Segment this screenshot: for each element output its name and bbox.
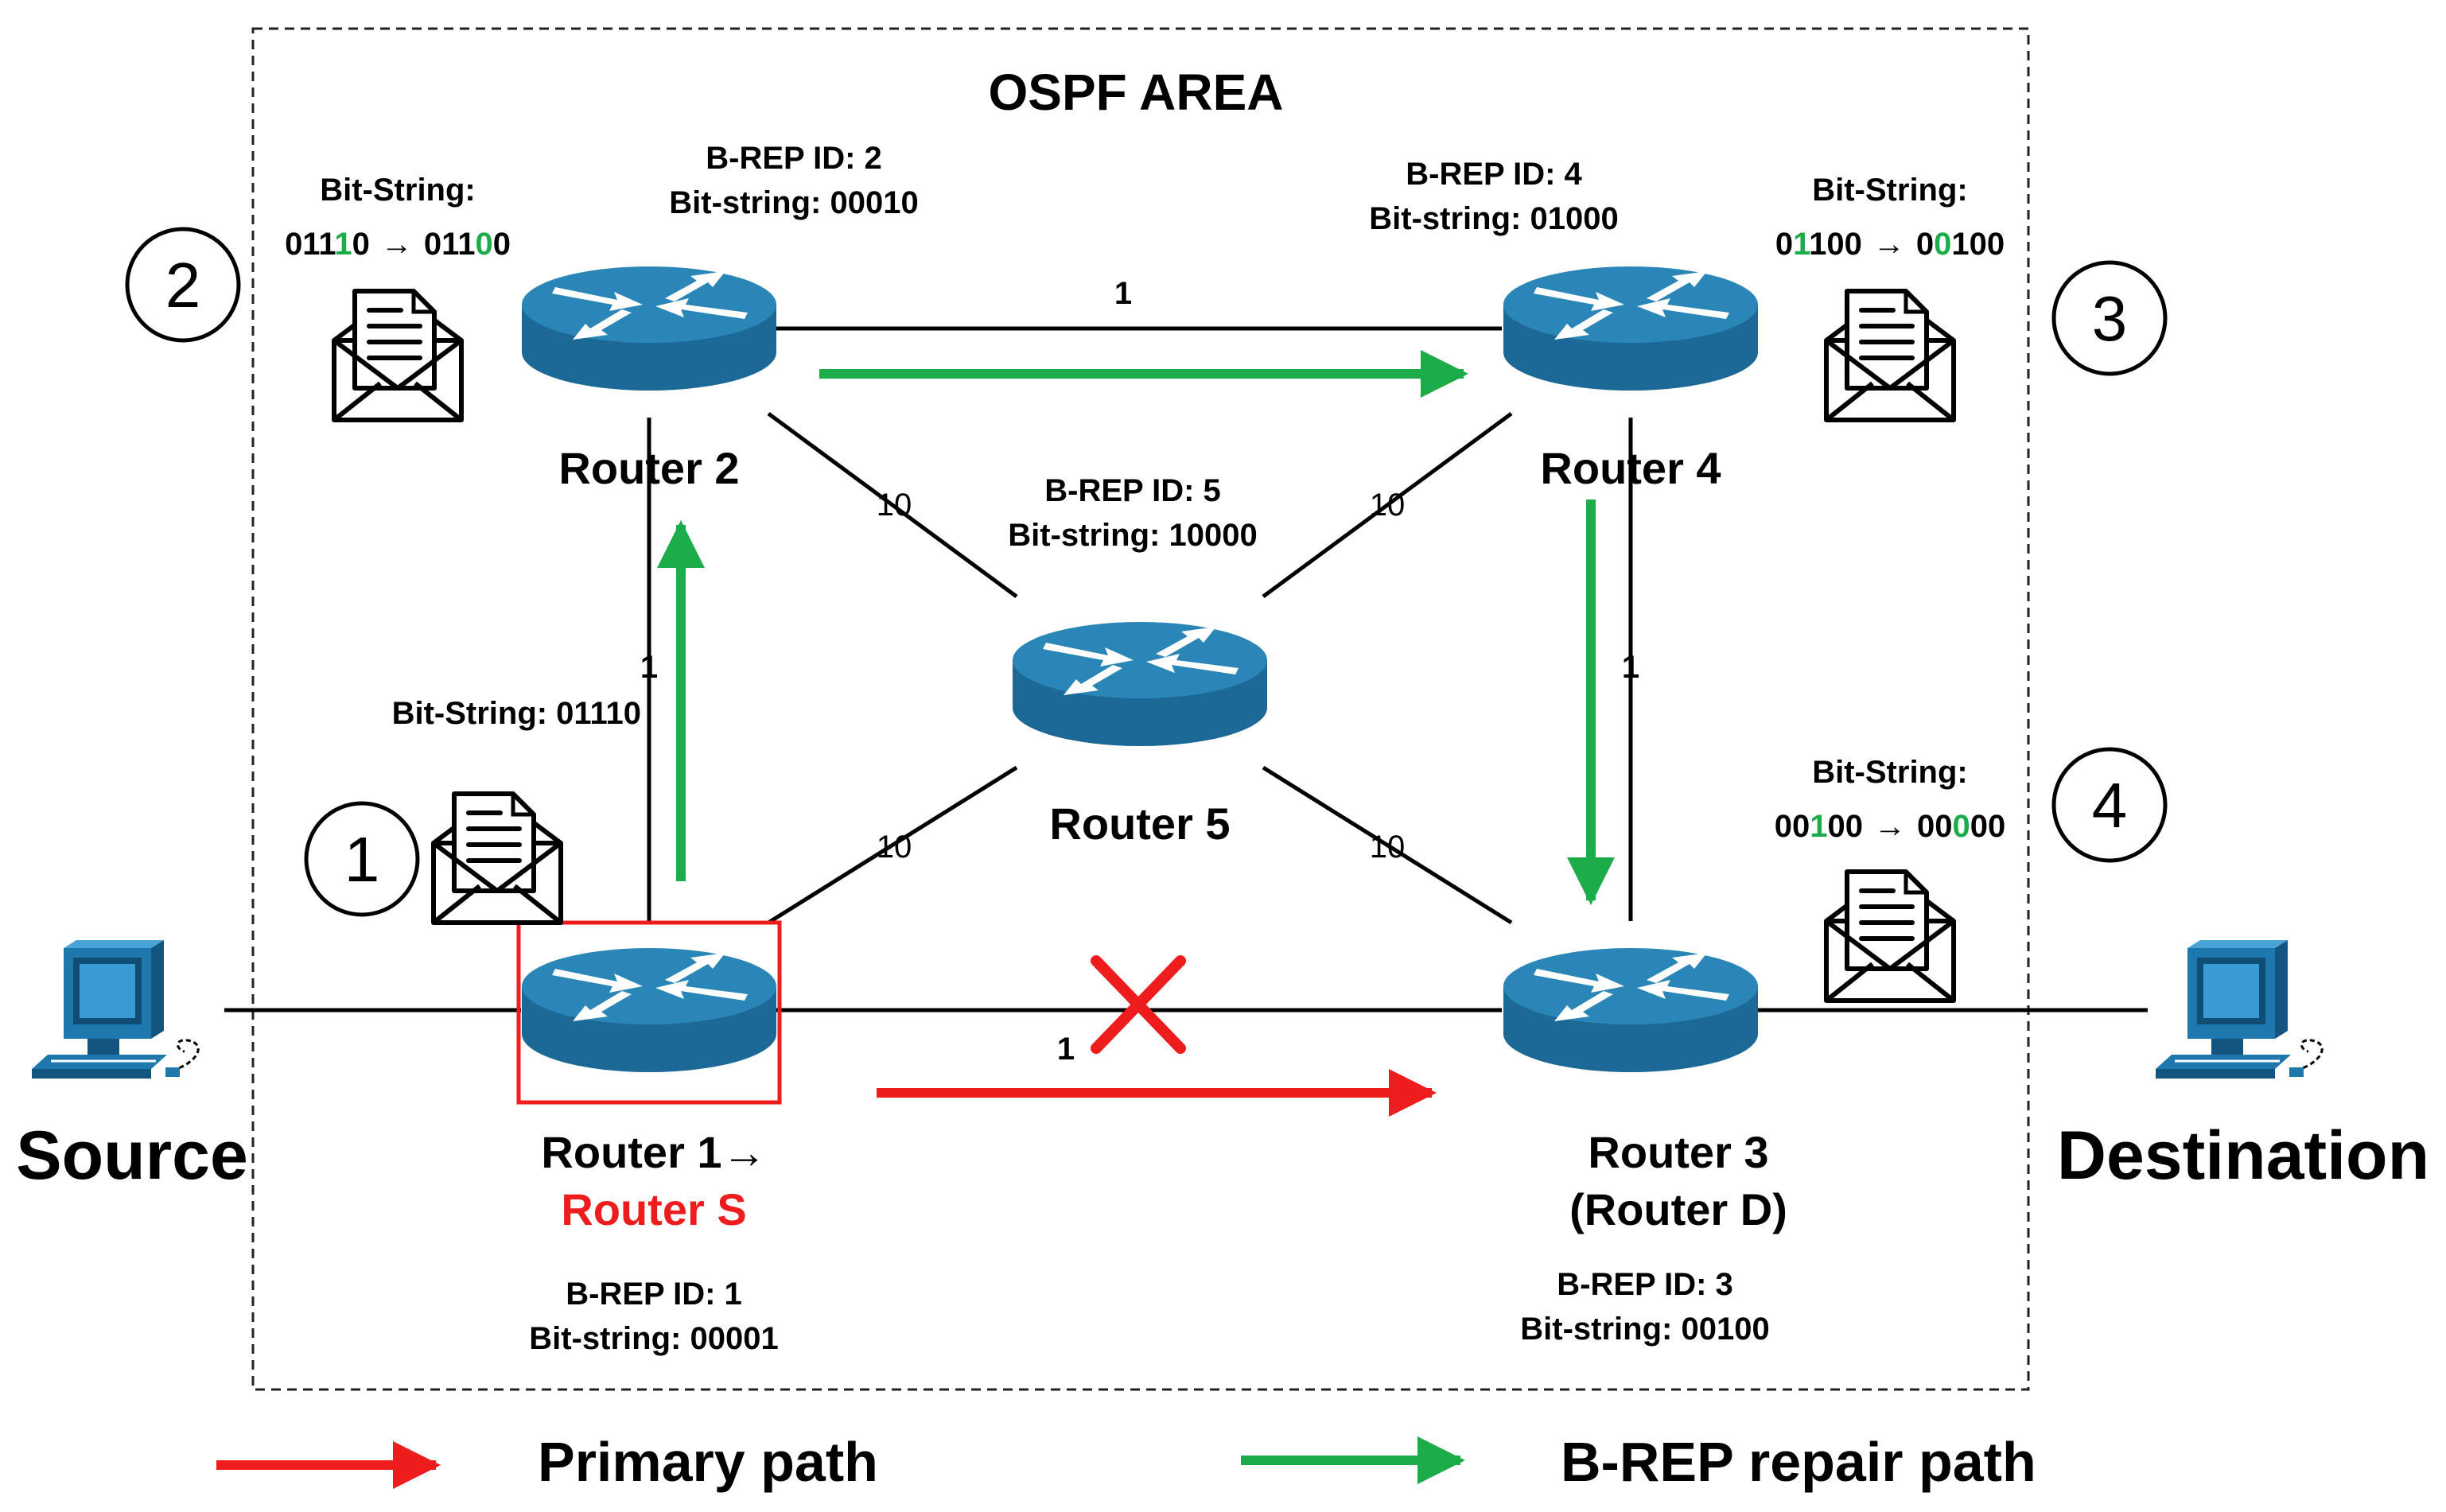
step-1-circle bbox=[304, 801, 420, 917]
destination-label: Destination bbox=[2057, 1117, 2429, 1194]
step-4-circle bbox=[2051, 747, 2168, 863]
router-2-name: Router 2 bbox=[558, 443, 739, 493]
step-2-circle bbox=[125, 227, 241, 343]
router-d-name: (Router D) bbox=[1569, 1184, 1787, 1234]
router-s-name: Router S bbox=[561, 1184, 746, 1234]
step-1-number: 1 bbox=[344, 824, 380, 895]
router-1-icon[interactable] bbox=[522, 948, 776, 1072]
destination-computer-icon[interactable] bbox=[2154, 939, 2324, 1080]
area-title: OSPF AREA bbox=[989, 64, 1284, 121]
router-s-highlight bbox=[516, 920, 782, 1105]
router-5-bitstring: Bit-string: 10000 bbox=[1008, 518, 1257, 553]
source-label: Source bbox=[16, 1117, 248, 1194]
cost-r4-r5: 10 bbox=[1370, 488, 1406, 523]
cost-r4-r3: 1 bbox=[1622, 650, 1639, 685]
step-2-label: Bit-String: bbox=[320, 173, 476, 208]
step-2-number: 2 bbox=[165, 250, 201, 321]
repair-path-arrows bbox=[657, 350, 1615, 905]
step-1-bitstring: Bit-String: 01110 bbox=[392, 696, 641, 731]
cost-r1-r5: 10 bbox=[877, 830, 912, 865]
envelope-letter-icon bbox=[334, 291, 461, 420]
step-4-label: Bit-String: bbox=[1812, 755, 1968, 790]
cost-r1-r2: 1 bbox=[640, 650, 658, 685]
link-r4-r5 bbox=[1262, 411, 1513, 599]
router-3-name: Router 3 bbox=[1588, 1127, 1768, 1177]
envelope-letter-icon bbox=[1826, 872, 1954, 1001]
router-3-bitstring: Bit-string: 00100 bbox=[1520, 1312, 1769, 1347]
step-3-number: 3 bbox=[2092, 283, 2128, 354]
router-3-id: B-REP ID: 3 bbox=[1557, 1267, 1733, 1302]
legend-primary-label: Primary path bbox=[538, 1431, 878, 1493]
router-2-icon[interactable] bbox=[522, 266, 776, 391]
router-2-id: B-REP ID: 2 bbox=[706, 141, 882, 176]
router-2-bitstring: Bit-string: 00010 bbox=[669, 185, 918, 220]
step-3-transition: 01100→00100 bbox=[1775, 227, 2005, 262]
link-r2-r5 bbox=[767, 411, 1018, 599]
link-r3-r5 bbox=[1262, 765, 1513, 925]
envelope-letter-icon bbox=[434, 794, 561, 923]
ospf-area-boundary bbox=[251, 27, 2030, 1391]
failure-cross-icon bbox=[1091, 955, 1186, 1054]
router-1-name: Router 1→ bbox=[541, 1127, 766, 1177]
router-3-icon[interactable] bbox=[1503, 948, 1758, 1072]
link-r1-r5 bbox=[767, 765, 1018, 925]
router-5-name: Router 5 bbox=[1049, 799, 1230, 849]
step-4-transition: 00100→00000 bbox=[1775, 809, 2006, 844]
source-computer-icon[interactable] bbox=[30, 939, 200, 1080]
step-2-transition: 01110→01100 bbox=[285, 227, 511, 262]
cost-r1-r3: 1 bbox=[1057, 1032, 1075, 1067]
step-4-number: 4 bbox=[2092, 770, 2128, 841]
router-4-icon[interactable] bbox=[1503, 266, 1758, 391]
legend-repair-label: B-REP repair path bbox=[1561, 1431, 2036, 1493]
step-3-label: Bit-String: bbox=[1812, 173, 1968, 208]
cost-r3-r5: 10 bbox=[1370, 830, 1406, 865]
router-5-id: B-REP ID: 5 bbox=[1044, 473, 1221, 508]
legend: Primary path B-REP repair path bbox=[216, 1431, 2036, 1493]
router-1-id: B-REP ID: 1 bbox=[566, 1277, 742, 1312]
envelope-letter-icon bbox=[1826, 291, 1954, 420]
cost-r2-r5: 10 bbox=[877, 488, 912, 523]
cost-r2-r4: 1 bbox=[1114, 276, 1132, 311]
router-4-id: B-REP ID: 4 bbox=[1406, 157, 1582, 192]
router-1-bitstring: Bit-string: 00001 bbox=[529, 1321, 778, 1356]
router-5-icon[interactable] bbox=[1013, 622, 1267, 746]
router-4-name: Router 4 bbox=[1540, 443, 1721, 493]
router-4-bitstring: Bit-string: 01000 bbox=[1369, 201, 1618, 236]
step-3-circle bbox=[2051, 260, 2168, 376]
